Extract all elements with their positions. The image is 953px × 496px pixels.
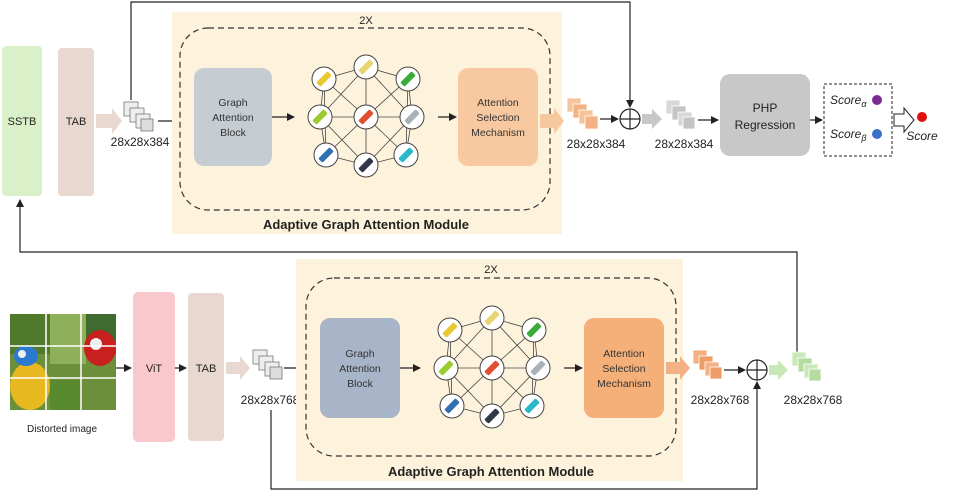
tab-label-bottom: TAB xyxy=(196,363,217,375)
sstb-label: SSTB xyxy=(8,116,37,128)
attention-selection-top xyxy=(458,68,538,166)
pencil-icon xyxy=(526,322,542,338)
feature-cubes-icon xyxy=(252,349,283,380)
sstb-block xyxy=(2,46,42,196)
pencil-icon xyxy=(398,147,414,163)
pencil-icon xyxy=(524,398,540,414)
attention-bottom-l2: Selection xyxy=(602,363,645,375)
dim-label-bottom-in: 28x28x768 xyxy=(241,393,300,407)
feature-cubes-gray-icon xyxy=(665,99,696,130)
graph-attention-block-top xyxy=(194,68,272,166)
pencil-icon xyxy=(358,109,374,125)
graph-network-icon xyxy=(307,54,425,178)
thick-arrow-icon xyxy=(540,108,564,134)
thick-arrow-icon xyxy=(96,108,122,134)
score-label: Score xyxy=(906,129,938,143)
add-operator-icon xyxy=(619,108,641,130)
score-beta-label: Scoreβ xyxy=(830,127,867,143)
vit-block xyxy=(133,292,175,442)
tab-block-top xyxy=(58,48,94,196)
score-alpha-label: Scoreα xyxy=(830,93,867,109)
dim-label-top-in: 28x28x384 xyxy=(111,135,170,149)
top-branch: SSTB TAB 28x28x384 2X Adaptive Graph Att… xyxy=(2,1,938,234)
attention-selection-bottom xyxy=(584,318,664,418)
attention-bottom-l3: Mechanism xyxy=(597,378,651,390)
pencil-icon xyxy=(358,59,374,75)
module-top-repeat: 2X xyxy=(359,15,373,27)
bottom-branch: Distorted image ViT TAB 28x28x768 2X Ada… xyxy=(10,259,843,490)
feature-cubes-orange-icon xyxy=(566,97,599,130)
feature-cubes-green-icon xyxy=(791,351,822,382)
score-dot xyxy=(917,112,927,122)
php-l1: PHP xyxy=(753,101,778,115)
feedback-connection xyxy=(16,199,798,354)
hollow-arrow-icon xyxy=(893,106,915,134)
pencil-icon xyxy=(442,322,458,338)
feature-cubes-icon xyxy=(123,101,154,132)
pencil-icon xyxy=(400,71,416,87)
attention-bottom-l1: Attention xyxy=(603,348,645,360)
attention-top-l2: Selection xyxy=(476,112,519,124)
graph-network-icon xyxy=(433,305,551,429)
thick-arrow-icon xyxy=(769,360,788,380)
score-box xyxy=(823,83,893,157)
tab-label-top: TAB xyxy=(66,116,87,128)
vit-label: ViT xyxy=(146,363,163,375)
score-beta-dot xyxy=(872,129,882,139)
attention-top-l3: Mechanism xyxy=(471,127,525,139)
dim-label-top-mid: 28x28x384 xyxy=(567,137,626,151)
graph-attention-block-bottom xyxy=(320,318,400,418)
module-top-title: Adaptive Graph Attention Module xyxy=(263,217,469,232)
pencil-icon xyxy=(530,360,546,376)
thick-arrow-icon xyxy=(642,109,662,129)
graph-block-bottom-l2: Attention xyxy=(339,363,381,375)
pencil-icon xyxy=(444,398,460,414)
skip-connection-bottom xyxy=(270,381,761,490)
image-caption: Distorted image xyxy=(27,424,97,435)
pencil-icon xyxy=(404,109,420,125)
dim-label-bottom-out: 28x28x768 xyxy=(784,393,843,407)
dim-label-top-out: 28x28x384 xyxy=(655,137,714,151)
pencil-icon xyxy=(484,360,500,376)
tab-block-bottom xyxy=(188,293,224,441)
pencil-icon xyxy=(484,408,500,424)
graph-block-top-l3: Block xyxy=(220,127,246,139)
thick-arrow-icon xyxy=(226,356,250,380)
php-l2: Regression xyxy=(735,118,796,132)
pencil-icon xyxy=(318,147,334,163)
attention-top-l1: Attention xyxy=(477,97,519,109)
graph-block-bottom-l1: Graph xyxy=(345,348,374,360)
thick-arrow-icon xyxy=(666,356,690,380)
pencil-icon xyxy=(484,310,500,326)
module-bottom-dashed xyxy=(305,277,677,457)
pencil-icon xyxy=(312,109,328,125)
pencil-icon xyxy=(438,360,454,376)
score-alpha-dot xyxy=(872,95,882,105)
graph-block-top-l2: Attention xyxy=(212,112,254,124)
module-bottom-repeat: 2X xyxy=(484,264,498,276)
feature-cubes-orange-icon xyxy=(692,349,723,380)
add-operator-icon xyxy=(746,359,768,381)
skip-connection-top xyxy=(130,1,634,108)
graph-block-bottom-l3: Block xyxy=(347,378,373,390)
pencil-icon xyxy=(358,157,374,173)
pencil-icon xyxy=(316,71,332,87)
distorted-image xyxy=(10,314,116,410)
module-bottom-title: Adaptive Graph Attention Module xyxy=(388,464,594,479)
dim-label-bottom-mid: 28x28x768 xyxy=(691,393,750,407)
graph-block-top-l1: Graph xyxy=(218,97,247,109)
php-regression-block xyxy=(720,74,810,156)
